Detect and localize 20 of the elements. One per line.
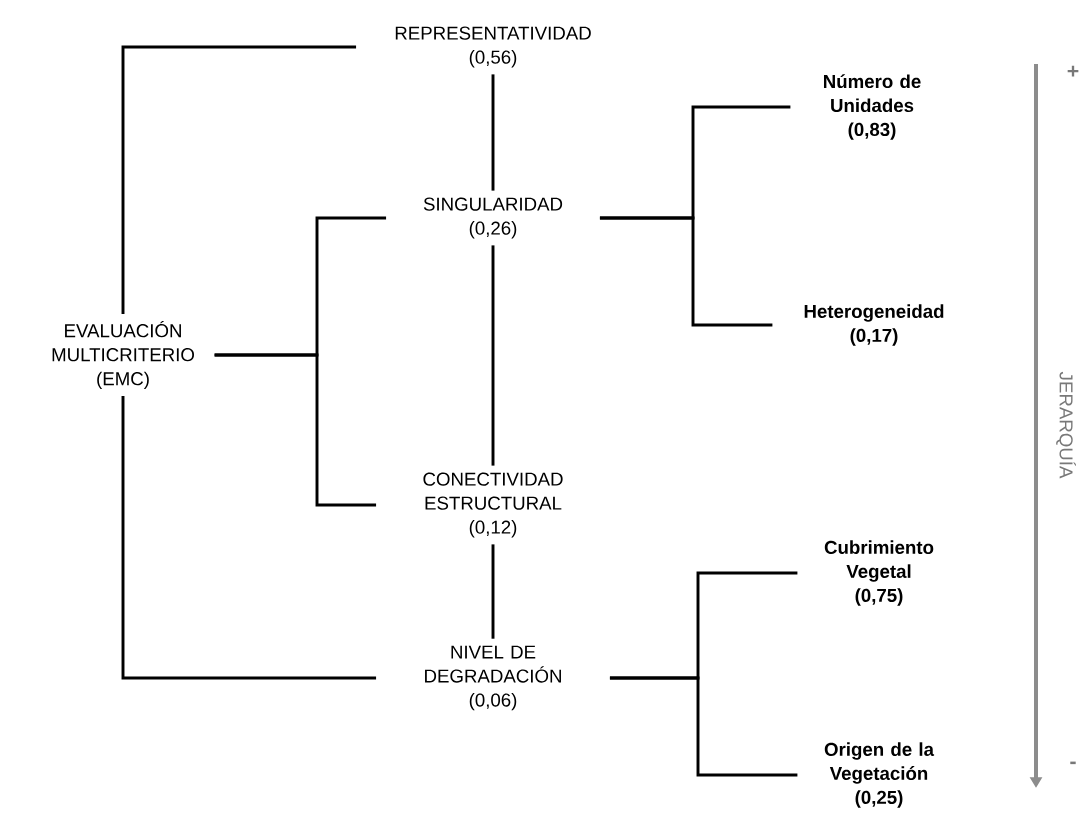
criterion-label: EVALUACIÓN MULTICRITERIO (EMC) xyxy=(52,320,194,390)
subcriterion-label: Número de Unidades (0,83) xyxy=(824,74,921,140)
connector-line xyxy=(491,74,495,191)
connector-line xyxy=(214,353,377,507)
subcriterion-label: Cubrimiento Vegetal (0,75) xyxy=(824,540,934,606)
connector-line xyxy=(121,395,377,680)
criterion-label: CONECTIVIDAD ESTRUCTURAL (0,12) xyxy=(423,472,563,538)
subcriterion-label: Origen de la Vegetación (0,25) xyxy=(824,742,935,808)
criterion-label: SINGULARIDAD (0,26) xyxy=(423,197,563,239)
connector-line xyxy=(491,245,495,466)
plus-sign: + xyxy=(1067,65,1079,77)
criterion-label: NIVEL DE DEGRADACIÓN (0,06) xyxy=(425,645,561,711)
minus-sign: - xyxy=(1070,761,1076,765)
connector-line xyxy=(599,216,773,327)
criterion-label: REPRESENTATIVIDAD (0,56) xyxy=(395,26,591,68)
subcriterion-label: Heterogeneidad (0,17) xyxy=(804,304,944,346)
connector-line xyxy=(609,676,798,777)
connector-line xyxy=(121,45,357,315)
connector-line xyxy=(491,544,495,639)
axis-title: JERARQUÍA xyxy=(1056,371,1076,479)
